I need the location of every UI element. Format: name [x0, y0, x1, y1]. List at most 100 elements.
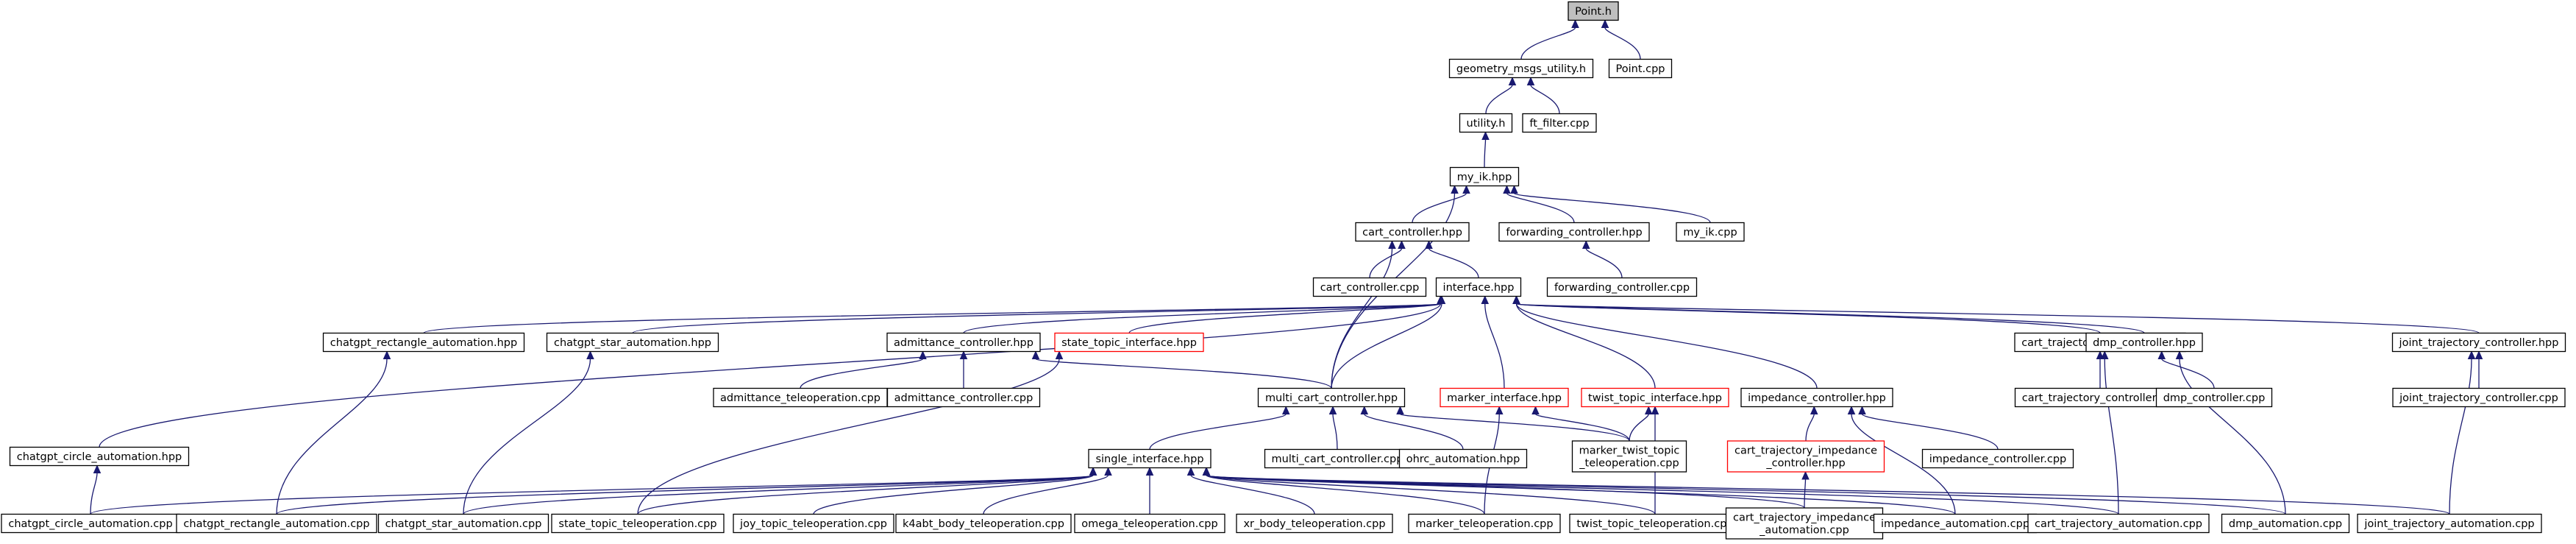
node-box[interactable]: [1448, 58, 1594, 79]
node-single-interface-hpp[interactable]: single_interface.hpp: [1088, 448, 1211, 469]
node-cart-trajectory-impedance-automation-cpp[interactable]: cart_trajectory_impedance_automation.cpp: [1725, 507, 1884, 540]
node-admittance-teleoperation-cpp[interactable]: admittance_teleoperation.cpp: [713, 387, 888, 408]
node-box[interactable]: [2221, 513, 2350, 534]
node-box[interactable]: [1440, 387, 1569, 408]
node-box[interactable]: [1236, 513, 1393, 534]
node-box[interactable]: [1921, 448, 2074, 469]
node-box[interactable]: [1312, 277, 1427, 297]
node-box[interactable]: [1355, 222, 1470, 242]
node-chatgpt-rectangle-automation-hpp[interactable]: chatgpt_rectangle_automation.hpp: [322, 332, 525, 353]
node-joint-trajectory-controller-hpp[interactable]: joint_trajectory_controller.hpp: [2391, 332, 2566, 353]
node-box[interactable]: [2027, 513, 2210, 534]
node-omega-teleoperation-cpp[interactable]: omega_teleoperation.cpp: [1074, 513, 1225, 534]
node-dmp-controller-hpp[interactable]: dmp_controller.hpp: [2085, 332, 2203, 353]
node-box[interactable]: [713, 387, 888, 408]
node-box[interactable]: [322, 332, 525, 353]
node-ft-filter-cpp[interactable]: ft_filter.cpp: [1522, 113, 1597, 133]
node-box[interactable]: [1546, 277, 1698, 297]
node-box[interactable]: [895, 513, 1072, 534]
node-box[interactable]: [1569, 513, 1741, 534]
node-ohrc-automation-hpp[interactable]: ohrc_automation.hpp: [1398, 448, 1528, 469]
node-chatgpt-star-automation-hpp[interactable]: chatgpt_star_automation.hpp: [546, 332, 719, 353]
node-cart-trajectory-automation-cpp[interactable]: cart_trajectory_automation.cpp: [2027, 513, 2210, 534]
node-point-cpp[interactable]: Point.cpp: [1608, 58, 1673, 79]
node-box[interactable]: [1435, 277, 1522, 297]
node-interface-hpp[interactable]: interface.hpp: [1435, 277, 1522, 297]
node-k4abt-body-teleoperation-cpp[interactable]: k4abt_body_teleoperation.cpp: [895, 513, 1072, 534]
node-box[interactable]: [1408, 513, 1561, 534]
node-chatgpt-star-automation-cpp[interactable]: chatgpt_star_automation.cpp: [377, 513, 549, 534]
node-marker-twist-topic-teleoperation-cpp[interactable]: marker_twist_topic_teleoperation.cpp: [1571, 440, 1687, 473]
node-box[interactable]: [176, 513, 377, 534]
node-box[interactable]: [1074, 513, 1225, 534]
node-twist-topic-interface-hpp[interactable]: twist_topic_interface.hpp: [1581, 387, 1729, 408]
node-admittance-controller-hpp[interactable]: admittance_controller.hpp: [886, 332, 1041, 353]
node-forwarding-controller-hpp[interactable]: forwarding_controller.hpp: [1498, 222, 1650, 242]
node-box[interactable]: [886, 332, 1041, 353]
node-box[interactable]: [733, 513, 894, 534]
node-box[interactable]: [9, 446, 190, 467]
node-box[interactable]: [1054, 332, 1204, 353]
node-box[interactable]: [1449, 166, 1520, 187]
node-admittance-controller-cpp[interactable]: admittance_controller.cpp: [886, 387, 1041, 408]
node-box[interactable]: [2391, 332, 2566, 353]
node-box[interactable]: [1608, 58, 1673, 79]
node-box[interactable]: [2392, 387, 2566, 408]
node-my-ik-hpp[interactable]: my_ik.hpp: [1449, 166, 1520, 187]
node-box[interactable]: [377, 513, 549, 534]
node-dmp-controller-cpp[interactable]: dmp_controller.cpp: [2155, 387, 2273, 408]
node-box[interactable]: [1873, 513, 2038, 534]
node-box[interactable]: [1264, 448, 1411, 469]
node-box[interactable]: [1571, 440, 1687, 473]
node-box[interactable]: [1498, 222, 1650, 242]
node-box[interactable]: [1459, 113, 1513, 133]
node-box[interactable]: [1257, 387, 1406, 408]
node-impedance-controller-cpp[interactable]: impedance_controller.cpp: [1921, 448, 2074, 469]
node-utility-h[interactable]: utility.h: [1459, 113, 1513, 133]
node-box[interactable]: [1726, 440, 1885, 473]
node-chatgpt-circle-automation-hpp[interactable]: chatgpt_circle_automation.hpp: [9, 446, 190, 467]
node-box[interactable]: [1725, 507, 1884, 540]
node-impedance-controller-hpp[interactable]: impedance_controller.hpp: [1740, 387, 1893, 408]
node-box[interactable]: [886, 387, 1041, 408]
node-multi-cart-controller-hpp[interactable]: multi_cart_controller.hpp: [1257, 387, 1406, 408]
edge-cart_controller_hpp-to-cart_controller_cpp: [1369, 240, 1406, 278]
node-geometry-msgs-utility-h[interactable]: geometry_msgs_utility.h: [1448, 58, 1594, 79]
node-box[interactable]: [546, 332, 719, 353]
node-box[interactable]: [1676, 222, 1745, 242]
node-joy-topic-teleoperation-cpp[interactable]: joy_topic_teleoperation.cpp: [733, 513, 894, 534]
node-forwarding-controller-cpp[interactable]: forwarding_controller.cpp: [1546, 277, 1698, 297]
node-box[interactable]: [1581, 387, 1729, 408]
edge-interface_hpp-to-joint_trajectory_controller_hpp: [1512, 295, 2480, 334]
node-point-h[interactable]: Point.h: [1568, 1, 1619, 21]
node-joint-trajectory-controller-cpp[interactable]: joint_trajectory_controller.cpp: [2392, 387, 2566, 408]
node-impedance-automation-cpp[interactable]: impedance_automation.cpp: [1873, 513, 2038, 534]
node-box[interactable]: [2085, 332, 2203, 353]
node-marker-interface-hpp[interactable]: marker_interface.hpp: [1440, 387, 1569, 408]
node-marker-teleoperation-cpp[interactable]: marker_teleoperation.cpp: [1408, 513, 1561, 534]
node-state-topic-interface-hpp[interactable]: state_topic_interface.hpp: [1054, 332, 1204, 353]
node-xr-body-teleoperation-cpp[interactable]: xr_body_teleoperation.cpp: [1236, 513, 1393, 534]
node-cart-trajectory-impedance-controller-hpp[interactable]: cart_trajectory_impedance_controller.hpp: [1726, 440, 1885, 473]
node-twist-topic-teleoperation-cpp[interactable]: twist_topic_teleoperation.cpp: [1569, 513, 1741, 534]
node-box[interactable]: [1740, 387, 1893, 408]
edge-line: [637, 358, 1060, 515]
node-chatgpt-circle-automation-cpp[interactable]: chatgpt_circle_automation.cpp: [1, 513, 180, 534]
node-chatgpt-rectangle-automation-cpp[interactable]: chatgpt_rectangle_automation.cpp: [176, 513, 377, 534]
node-cart-controller-cpp[interactable]: cart_controller.cpp: [1312, 277, 1427, 297]
node-cart-controller-hpp[interactable]: cart_controller.hpp: [1355, 222, 1470, 242]
node-box[interactable]: [1398, 448, 1528, 469]
node-box[interactable]: [2357, 513, 2542, 534]
node-joint-trajectory-automation-cpp[interactable]: joint_trajectory_automation.cpp: [2357, 513, 2542, 534]
node-box[interactable]: [2155, 387, 2273, 408]
node-state-topic-teleoperation-cpp[interactable]: state_topic_teleoperation.cpp: [551, 513, 725, 534]
node-box[interactable]: [1088, 448, 1211, 469]
edge-cart_controller_hpp-to-interface_hpp: [1425, 240, 1479, 278]
node-box[interactable]: [551, 513, 725, 534]
node-box[interactable]: [1, 513, 180, 534]
node-box[interactable]: [1568, 1, 1619, 21]
node-multi-cart-controller-cpp[interactable]: multi_cart_controller.cpp: [1264, 448, 1411, 469]
node-box[interactable]: [1522, 113, 1597, 133]
node-my-ik-cpp[interactable]: my_ik.cpp: [1676, 222, 1745, 242]
node-dmp-automation-cpp[interactable]: dmp_automation.cpp: [2221, 513, 2350, 534]
